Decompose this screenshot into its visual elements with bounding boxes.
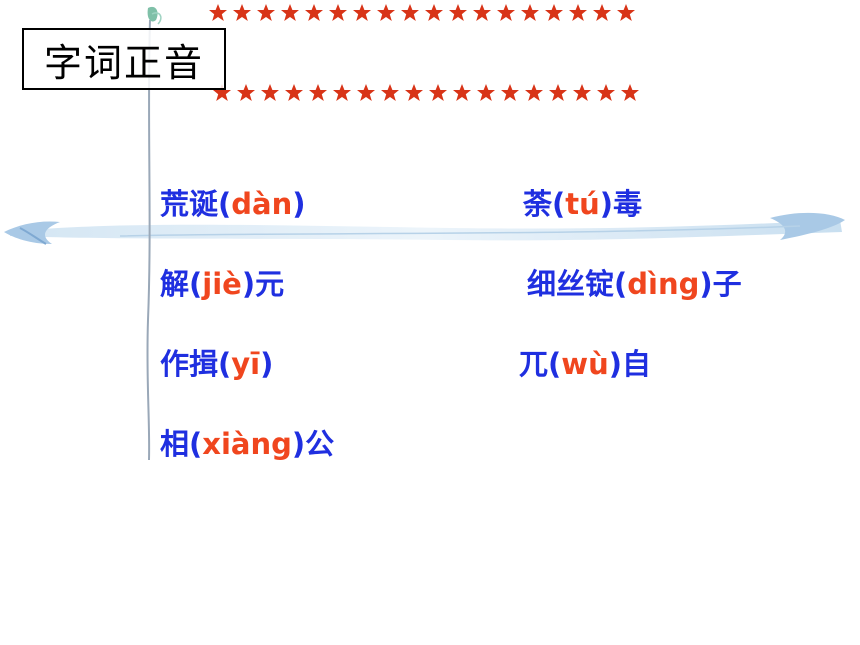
entry-zuoyi: 作揖(yī) bbox=[160, 350, 273, 379]
entry-xianggong: 相(xiàng)公 bbox=[160, 430, 334, 459]
star-border-bottom bbox=[213, 84, 639, 101]
entry-word-suffix: 自 bbox=[621, 347, 651, 381]
paren-open: ( bbox=[614, 267, 628, 301]
entry-word: 作揖 bbox=[160, 347, 219, 381]
paren-close: ) bbox=[608, 347, 622, 381]
entry-word: 荒诞 bbox=[160, 187, 219, 221]
paren-close: ) bbox=[291, 427, 306, 461]
entry-pinyin: dàn bbox=[231, 187, 293, 221]
entry-pinyin: dìng bbox=[627, 267, 700, 301]
entry-pinyin: xiàng bbox=[202, 427, 292, 461]
paren-open: ( bbox=[552, 187, 566, 221]
paren-open: ( bbox=[218, 187, 232, 221]
entry-pinyin: tú bbox=[565, 187, 600, 221]
entry-huangdan: 荒诞(dàn) bbox=[160, 190, 306, 219]
entry-word: 荼 bbox=[523, 187, 553, 221]
entry-word: 细丝锭 bbox=[527, 267, 615, 301]
vertical-stalk bbox=[146, 6, 162, 461]
entry-xisidingzi: 细丝锭(dìng)子 bbox=[527, 270, 742, 299]
slide-title: 字词正音 bbox=[43, 40, 204, 85]
entry-word: 相 bbox=[160, 427, 190, 461]
entry-pinyin: jiè bbox=[202, 267, 242, 301]
entry-tudu: 荼(tú)毒 bbox=[523, 190, 642, 219]
entry-word-suffix: 公 bbox=[305, 427, 335, 461]
paren-close: ) bbox=[260, 347, 274, 381]
entry-word-suffix: 元 bbox=[255, 267, 285, 301]
entry-word-suffix: 毒 bbox=[613, 187, 643, 221]
paren-close: ) bbox=[699, 267, 713, 301]
title-box: 字词正音 bbox=[22, 28, 226, 90]
entry-jieyuan: 解(jiè)元 bbox=[160, 270, 284, 299]
water-band bbox=[4, 212, 845, 245]
entry-pinyin: yī bbox=[231, 347, 261, 381]
star-border-top bbox=[209, 4, 635, 21]
paren-open: ( bbox=[189, 427, 203, 461]
entry-pinyin: wù bbox=[561, 347, 609, 381]
paren-open: ( bbox=[548, 347, 562, 381]
paren-open: ( bbox=[218, 347, 232, 381]
paren-close: ) bbox=[292, 187, 306, 221]
entry-word-suffix: 子 bbox=[712, 267, 742, 301]
paren-close: ) bbox=[241, 267, 256, 301]
paren-open: ( bbox=[189, 267, 203, 301]
entry-wuzi: 兀(wù)自 bbox=[519, 350, 651, 379]
paren-close: ) bbox=[599, 187, 614, 221]
entry-word: 兀 bbox=[519, 347, 549, 381]
entry-word: 解 bbox=[160, 267, 190, 301]
